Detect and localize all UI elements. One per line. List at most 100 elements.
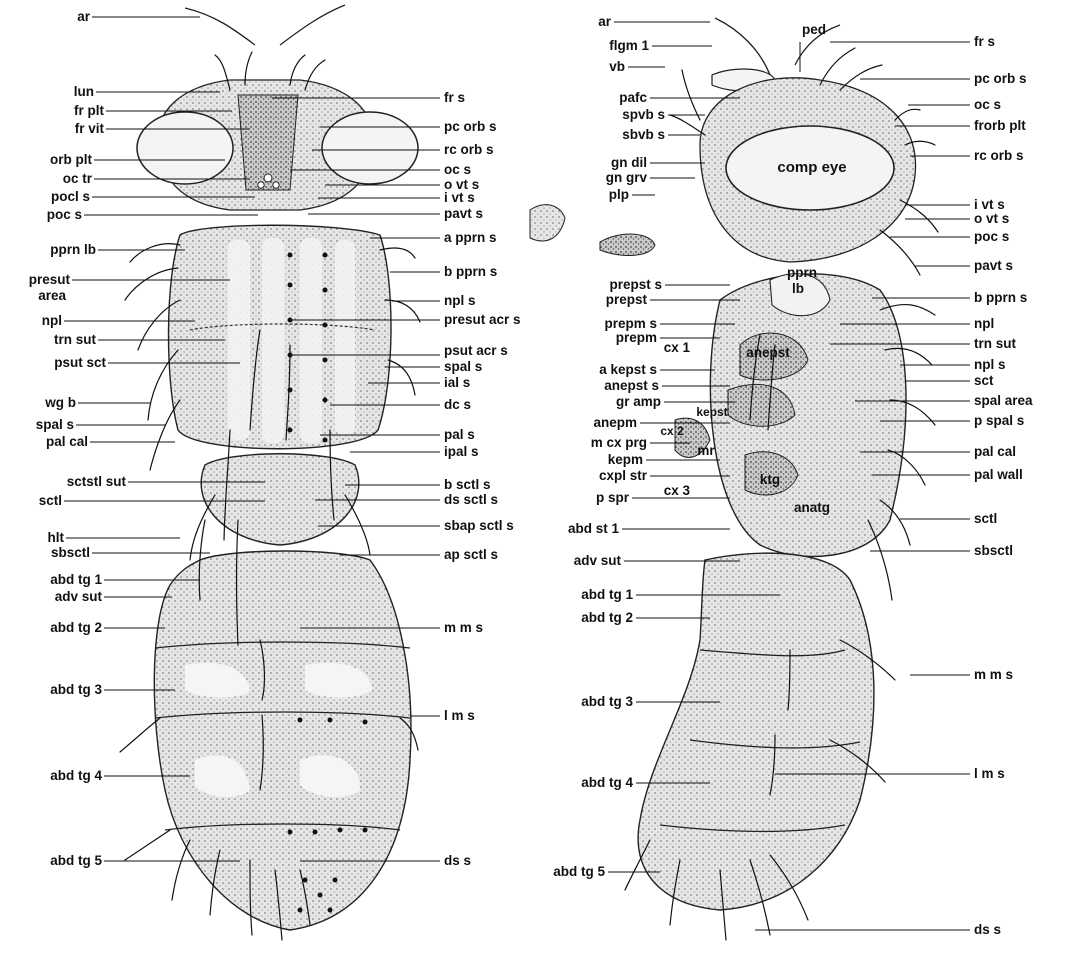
label-sbsctl: sbsctl — [51, 545, 90, 560]
label-sctl-right: sctl — [974, 511, 997, 526]
label-abd-tg-3-lateral: abd tg 3 — [581, 694, 633, 709]
label-npl-s: npl s — [444, 293, 476, 308]
label-a-kepst-s: a kepst s — [599, 362, 657, 377]
label-pavt-s: pavt s — [444, 206, 483, 221]
label-psut-sct: psut sct — [54, 355, 106, 370]
label-oc-s: oc s — [444, 162, 471, 177]
label-ds-sctl-s: ds sctl s — [444, 492, 498, 507]
label-ar-lateral: ar — [598, 14, 612, 29]
label-adv-sut-lateral: adv sut — [574, 553, 622, 568]
label-pal-wall: pal wall — [974, 467, 1023, 482]
label-hlt: hlt — [48, 530, 65, 545]
palpus-shape — [600, 234, 655, 255]
label-m-cx-prg: m cx prg — [591, 435, 647, 450]
label-prepm: prepm — [616, 330, 657, 345]
label-abd-tg-5-lateral: abd tg 5 — [553, 864, 605, 879]
label-comp-eye: comp eye — [777, 159, 846, 176]
label-sctstl-sut: sctstl sut — [67, 474, 127, 489]
label-spal-area: spal area — [974, 393, 1033, 408]
label-gr-amp: gr amp — [616, 394, 661, 409]
label-abd-tg-1: abd tg 1 — [50, 572, 102, 587]
lateral-fly-drawing — [530, 18, 938, 940]
label-ipal-s: ipal s — [444, 444, 479, 459]
label-anepst: anepst — [746, 345, 790, 360]
label-gn-dil: gn dil — [611, 155, 647, 170]
label-pal-cal: pal cal — [46, 434, 88, 449]
label-abd-tg-5: abd tg 5 — [50, 853, 102, 868]
label-ial-s: ial s — [444, 375, 470, 390]
label-abd-tg-1-lateral: abd tg 1 — [581, 587, 633, 602]
label-l-m-s-right: l m s — [974, 766, 1005, 781]
label-abd-tg-4-lateral: abd tg 4 — [581, 775, 633, 790]
label-sctl: sctl — [39, 493, 62, 508]
label-ped: ped — [802, 22, 826, 37]
label-fr-vit: fr vit — [75, 121, 105, 136]
label-ar: ar — [77, 9, 91, 24]
label-pprn-lb: pprn lb — [50, 242, 96, 257]
label-prepst-s: prepst s — [609, 277, 662, 292]
label-cx-2: cx 2 — [660, 424, 684, 438]
label-pal-s: pal s — [444, 427, 475, 442]
label-a-pprn-s: a pprn s — [444, 230, 497, 245]
label-psut-acr-s: psut acr s — [444, 343, 508, 358]
label-lun: lun — [74, 84, 94, 99]
label-npl-s-right: npl s — [974, 357, 1006, 372]
label-pavt-s-right: pavt s — [974, 258, 1013, 273]
label-abd-st-1: abd st 1 — [568, 521, 620, 536]
compound-eye-right-shape — [322, 112, 418, 184]
label-b-pprn-s-right: b pprn s — [974, 290, 1027, 305]
label-b-pprn-s: b pprn s — [444, 264, 497, 279]
label-o-vt-s-right: o vt s — [974, 211, 1009, 226]
label-m-m-s-left: m m s — [444, 620, 483, 635]
label-pprn: pprn — [787, 265, 817, 280]
label-cxpl-str: cxpl str — [599, 468, 648, 483]
arista-shape — [185, 5, 345, 45]
label-sct: sct — [974, 373, 994, 388]
label-oc-tr: oc tr — [63, 171, 93, 186]
label-frorb-plt: frorb plt — [974, 118, 1026, 133]
label-trn-sut: trn sut — [54, 332, 97, 347]
label-fr-plt: fr plt — [74, 103, 104, 118]
label-ds-s-left: ds s — [444, 853, 471, 868]
label-sbap-sctl-s: sbap sctl s — [444, 518, 514, 533]
label-poc-s-right: poc s — [974, 229, 1009, 244]
label-spvb-s: spvb s — [622, 107, 665, 122]
label-area: area — [38, 288, 66, 303]
label-p-spr: p spr — [596, 490, 630, 505]
label-pc-orb-s-right: pc orb s — [974, 71, 1027, 86]
label-ap-sctl-s: ap sctl s — [444, 547, 498, 562]
left-label-group: ar lun fr plt fr vit orb plt oc tr pocl … — [29, 9, 127, 868]
label-prepm-s: prepm s — [604, 316, 657, 331]
label-presut: presut — [29, 272, 71, 287]
lateral-abdomen-shape — [638, 553, 874, 910]
label-abd-tg-2: abd tg 2 — [50, 620, 102, 635]
label-pafc: pafc — [619, 90, 647, 105]
label-i-vt-s-right: i vt s — [974, 197, 1005, 212]
label-spal-s-mid: spal s — [444, 359, 482, 374]
label-anatg: anatg — [794, 500, 830, 515]
label-abd-tg-2-lateral: abd tg 2 — [581, 610, 633, 625]
compound-eye-left-shape — [137, 112, 233, 184]
label-trn-sut-right: trn sut — [974, 336, 1017, 351]
abdomen-shape — [154, 551, 411, 930]
label-l-m-s-left: l m s — [444, 708, 475, 723]
mid-left-label-group: fr s pc orb s rc orb s oc s o vt s i vt … — [444, 90, 521, 868]
label-fr-s: fr s — [444, 90, 465, 105]
right-label-group: fr s pc orb s oc s frorb plt rc orb s i … — [974, 34, 1033, 937]
label-flgm-1: flgm 1 — [609, 38, 649, 53]
dorsal-fly-drawing — [120, 5, 420, 940]
label-pal-cal-right: pal cal — [974, 444, 1016, 459]
label-adv-sut: adv sut — [55, 589, 103, 604]
label-npl-right: npl — [974, 316, 994, 331]
label-abd-tg-3: abd tg 3 — [50, 682, 102, 697]
label-anepm: anepm — [593, 415, 637, 430]
label-p-spal-s: p spal s — [974, 413, 1024, 428]
label-anepst-s: anepst s — [604, 378, 659, 393]
label-mr: mr — [697, 443, 715, 458]
label-cx-3: cx 3 — [664, 483, 691, 498]
label-b-sctl-s: b sctl s — [444, 477, 491, 492]
haustellum-shape — [530, 205, 565, 241]
label-rc-orb-s: rc orb s — [444, 142, 494, 157]
label-prepst: prepst — [606, 292, 648, 307]
label-kepm: kepm — [608, 452, 643, 467]
